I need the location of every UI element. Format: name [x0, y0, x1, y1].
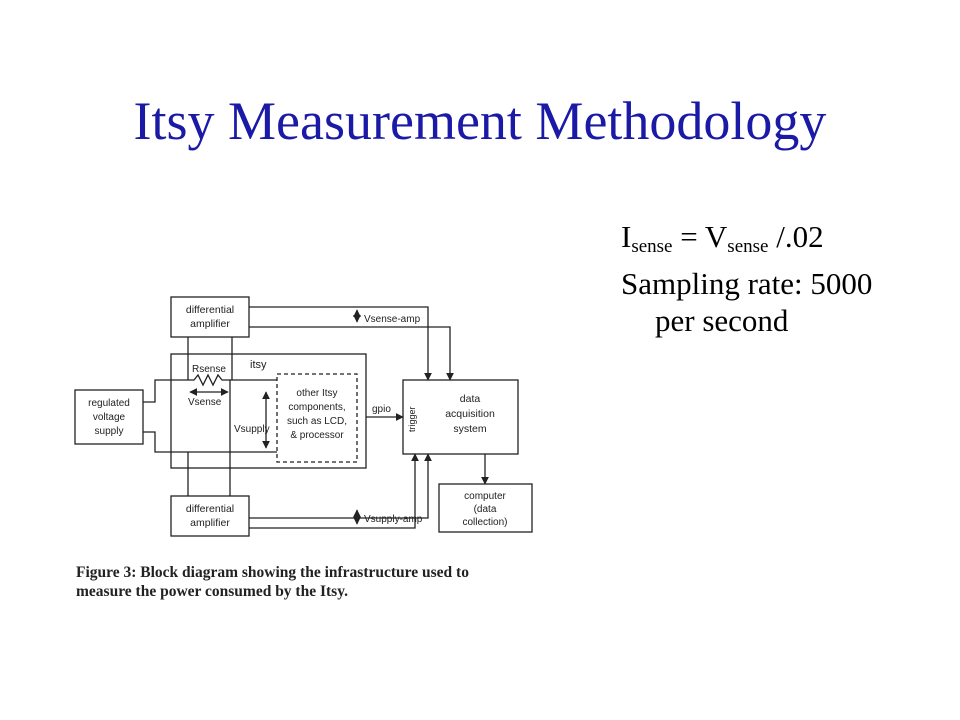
- formula-i-sub: sense: [631, 236, 673, 257]
- regulated-label-3: supply: [95, 426, 124, 437]
- itsy-box: [170, 353, 367, 469]
- regulated-label-2: voltage: [93, 412, 126, 423]
- computer-label-1: computer: [464, 491, 506, 502]
- caption-line-1: Figure 3: Block diagram showing the infr…: [76, 564, 469, 581]
- gpio-label: gpio: [372, 404, 391, 415]
- diff-amp-bottom-box: [170, 495, 250, 537]
- diff-amp-bottom-label-1: differential: [186, 503, 234, 515]
- vsupply-label: Vsupply: [234, 424, 270, 435]
- vsense-label: Vsense: [188, 397, 222, 408]
- bullet-formula: Isense = Vsense /.02: [621, 219, 872, 257]
- diff-amp-top-box: [170, 296, 250, 338]
- supply-wire-top: [143, 379, 188, 403]
- formula-eq: = V: [672, 219, 728, 254]
- ground-bottom: [249, 453, 419, 529]
- slide-title: Itsy Measurement Methodology: [133, 91, 827, 151]
- itsy-label: itsy: [250, 359, 267, 371]
- ground-top: [249, 326, 454, 381]
- diff-amp-top-label-1: differential: [186, 304, 234, 316]
- computer-label-2: (data: [474, 504, 497, 515]
- figure-caption: Figure 3: Block diagram showing the infr…: [76, 563, 546, 601]
- caption-line-2: measure the power consumed by the Itsy.: [76, 583, 348, 600]
- formula-i: I: [621, 219, 632, 254]
- regulated-label-1: regulated: [88, 398, 130, 409]
- other-label-4: & processor: [290, 430, 344, 441]
- daq-label-3: system: [453, 423, 487, 435]
- formula-v-sub: sense: [727, 236, 769, 257]
- rsense-label: Rsense: [192, 364, 226, 375]
- computer-label-3: collection): [462, 517, 507, 528]
- other-label-1: other Itsy: [296, 388, 337, 399]
- supply-wire-bottom: [143, 431, 277, 453]
- block-diagram: differential amplifier itsy Rsense Vsens…: [74, 296, 533, 537]
- regulated-supply-box: [74, 389, 144, 445]
- diff-amp-top-label-2: amplifier: [190, 318, 230, 330]
- daq-label-2: acquisition: [445, 408, 495, 420]
- vsupply-amp-wire: [249, 453, 432, 519]
- vsense-amp-wire: [249, 306, 432, 381]
- bullet-list: Isense = Vsense /.02 Sampling rate: 5000…: [621, 219, 873, 349]
- vsense-amp-label: Vsense-amp: [364, 314, 421, 325]
- formula-rest: /.02: [768, 219, 824, 254]
- daq-label-1: data: [460, 393, 481, 405]
- other-label-2: components,: [288, 402, 345, 413]
- vsupply-amp-label: Vsupply-amp: [364, 514, 423, 525]
- diff-amp-bottom-label-2: amplifier: [190, 517, 230, 529]
- rsense-resistor: [188, 373, 228, 387]
- other-label-3: such as LCD,: [287, 416, 347, 427]
- bullet-sampling: Sampling rate: 5000: [621, 266, 873, 302]
- bullet-sampling-cont: per second: [655, 302, 789, 338]
- trigger-label: trigger: [407, 406, 417, 432]
